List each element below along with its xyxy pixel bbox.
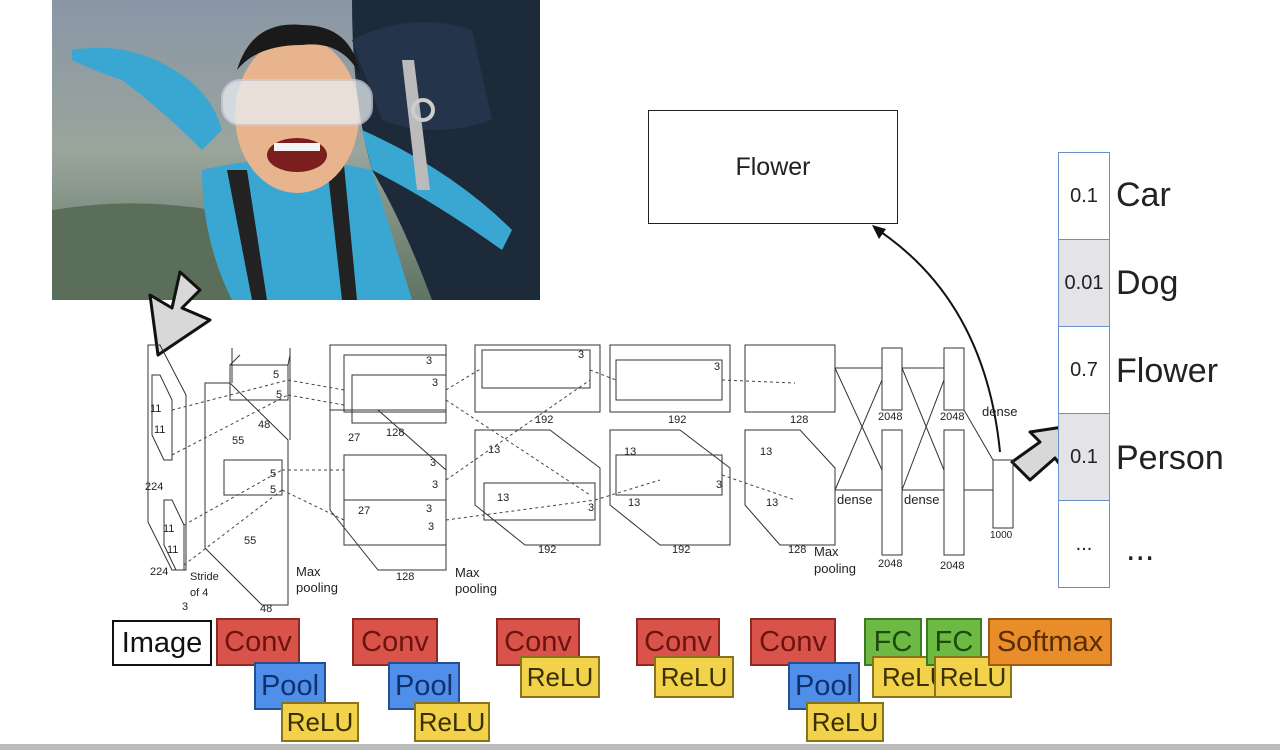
class-label: Car [1116, 176, 1171, 214]
net-label: 3 [430, 457, 436, 469]
net-label: Max [814, 544, 839, 559]
net-label: 2048 [878, 558, 902, 570]
photo-to-network-arrow [148, 270, 212, 357]
net-label: 3 [182, 601, 188, 613]
net-label: dense [837, 492, 872, 507]
tag-relu: ReLU [414, 702, 490, 742]
net-label: 3 [714, 361, 720, 373]
net-label: pooling [814, 561, 856, 576]
probability-cell: 0.7 [1059, 327, 1109, 414]
probability-cell: 0.1 [1059, 153, 1109, 240]
probability-table: 0.1 0.01 0.7 0.1 ... [1058, 152, 1110, 588]
net-label: 192 [538, 544, 556, 556]
net-label: 5 [276, 389, 282, 401]
bottom-divider [0, 744, 1280, 750]
net-label: 5 [270, 468, 276, 480]
net-label: 3 [428, 521, 434, 533]
class-label: ... [1126, 530, 1155, 568]
net-label: 11 [167, 544, 178, 556]
net-label: 11 [163, 523, 174, 535]
net-label: 13 [488, 444, 500, 456]
class-label: Person [1116, 439, 1224, 477]
tag-conv: Conv [216, 618, 300, 666]
net-label: 13 [624, 446, 636, 458]
class-label: Dog [1116, 264, 1179, 302]
net-label: 55 [244, 535, 256, 547]
net-label: 128 [788, 544, 806, 556]
probability-cell: 0.1 [1059, 414, 1109, 501]
net-label: 13 [628, 497, 640, 509]
net-label: 5 [270, 484, 276, 496]
predicted-class-box: Flower [648, 110, 898, 224]
tag-relu: ReLU [520, 656, 600, 698]
net-label: 13 [497, 492, 509, 504]
network-shapes [147, 344, 1014, 606]
net-label: 55 [232, 435, 244, 447]
tag-softmax: Softmax [988, 618, 1112, 666]
net-label: 1000 [990, 530, 1013, 541]
net-label: 27 [358, 505, 370, 517]
net-label: pooling [296, 580, 338, 595]
tag-pool: Pool [254, 662, 326, 710]
net-label: 3 [426, 355, 432, 367]
net-label: 5 [273, 369, 279, 381]
net-label: 11 [150, 403, 161, 415]
tag-conv: Conv [352, 618, 438, 666]
net-label: 3 [432, 479, 438, 491]
probability-cell: ... [1075, 533, 1093, 555]
net-label: dense [904, 492, 939, 507]
probability-cell: 0.01 [1059, 240, 1109, 327]
net-label: 192 [672, 544, 690, 556]
net-label: 128 [396, 571, 414, 583]
net-label: of 4 [190, 587, 208, 599]
net-label: dense [982, 404, 1017, 419]
net-label: Max [455, 565, 480, 580]
net-label: 128 [790, 414, 808, 426]
tag-relu: ReLU [654, 656, 734, 698]
net-label: 11 [154, 424, 165, 436]
net-label: 224 [145, 481, 163, 493]
net-label: 2048 [940, 560, 964, 572]
predicted-class-label: Flower [735, 152, 811, 181]
net-label: 3 [716, 479, 722, 491]
net-label: Max [296, 564, 321, 579]
net-label: 3 [426, 503, 432, 515]
tag-relu: ReLU [281, 702, 359, 742]
net-label: Stride [190, 571, 219, 583]
net-label: 48 [260, 603, 272, 615]
input-photo [52, 0, 540, 300]
net-label: 13 [766, 497, 778, 509]
net-label: pooling [455, 581, 497, 596]
net-label: 3 [588, 502, 594, 514]
net-label: 3 [432, 377, 438, 389]
prediction-arrow [872, 225, 1001, 453]
tag-image: Image [112, 620, 212, 666]
net-label: 27 [348, 432, 360, 444]
net-label: 192 [535, 414, 553, 426]
net-label: 224 [150, 566, 168, 578]
net-label: 128 [386, 427, 404, 439]
net-label: 13 [760, 446, 772, 458]
tag-relu: ReLU [806, 702, 884, 742]
net-label: 192 [668, 414, 686, 426]
net-label: 2048 [878, 411, 902, 423]
net-label: 2048 [940, 411, 964, 423]
net-label: 3 [578, 349, 584, 361]
tag-conv: Conv [750, 618, 836, 666]
net-label: 48 [258, 419, 270, 431]
class-label: Flower [1116, 352, 1219, 390]
